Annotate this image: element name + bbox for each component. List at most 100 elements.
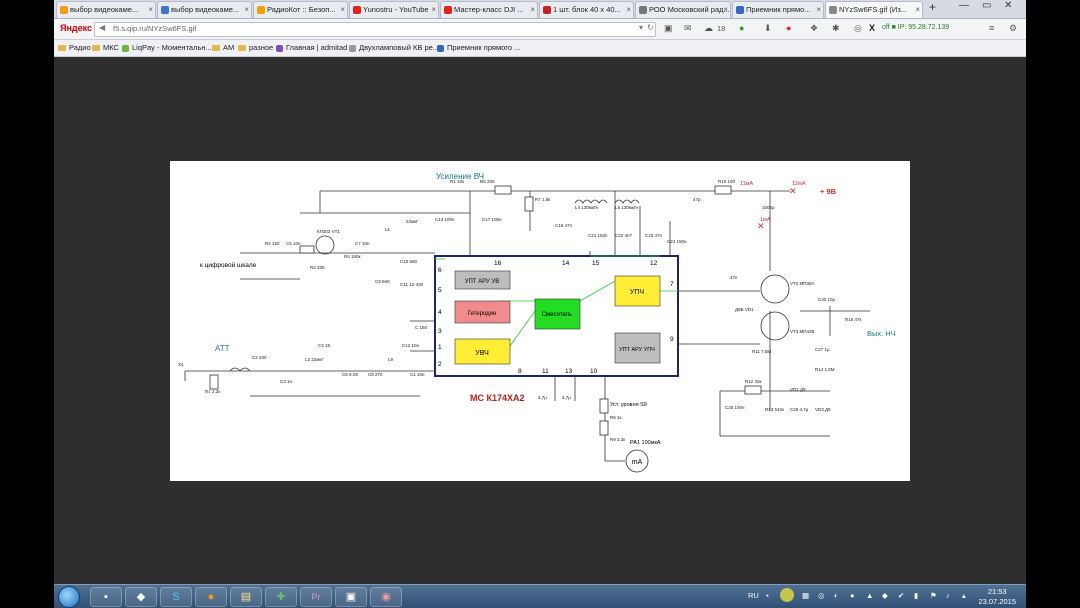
close-icon[interactable]: × <box>816 5 821 14</box>
language-indicator[interactable]: RU <box>748 591 759 600</box>
favicon-icon <box>639 6 647 14</box>
download-icon[interactable]: ⬇ <box>764 23 772 33</box>
network-icon[interactable]: ▮ <box>914 591 919 600</box>
tab-6[interactable]: 1 шт. блок 40 x 40...× <box>539 1 634 18</box>
adblock-icon[interactable]: ● <box>786 23 792 33</box>
tab-1[interactable]: выбор видеокаме... × <box>56 1 156 18</box>
vt3-label: VT3 МП42Б <box>790 329 814 334</box>
tray-icon[interactable]: ▲ <box>866 591 874 600</box>
ip-info[interactable]: off ■ IP: 95.28.72.139 <box>882 24 950 31</box>
settings-icon[interactable]: ✱ <box>832 23 840 33</box>
x-icon[interactable]: X <box>869 23 876 33</box>
signal-icon[interactable]: ▴ <box>962 591 966 600</box>
close-icon[interactable]: × <box>244 5 249 14</box>
close-icon[interactable]: × <box>148 5 153 14</box>
close-icon[interactable]: × <box>431 5 436 14</box>
bookmark-radio[interactable]: Радио <box>58 43 91 52</box>
bookmark-raznoe[interactable]: разное <box>238 43 273 52</box>
pin-9: 9 <box>670 336 674 343</box>
block-uvch <box>454 338 511 365</box>
bookmark-priemnik[interactable]: Приемник прямого ... <box>437 43 520 52</box>
clock[interactable]: 21:53 23.07.2015 <box>978 587 1016 607</box>
c24-label: C24 150н <box>667 239 687 244</box>
menu-icon[interactable]: ≡ <box>989 23 995 33</box>
tab-label: Мастер-класс DJI ... <box>454 5 524 14</box>
tab-9-active[interactable]: NYzSw6FS.gif (Из... × <box>825 1 923 18</box>
bookmark-am[interactable]: АМ <box>212 43 234 52</box>
schematic-image: УПТ АРУ УВ Гетеродин Смеситель УПЧ УВЧ У… <box>170 161 910 481</box>
new-tab-button[interactable]: + <box>929 0 937 14</box>
tray-icon[interactable]: ◐ <box>834 591 839 600</box>
cloud-icon[interactable]: ☁ <box>704 23 713 33</box>
close-window-icon[interactable]: ✕ <box>1004 0 1013 11</box>
block-label: УПТ АРУ УПЧ <box>619 347 655 353</box>
close-icon[interactable]: × <box>530 5 535 14</box>
youtube-icon <box>444 6 452 14</box>
tray-icon[interactable]: ▦ <box>802 591 810 600</box>
reload-icon[interactable]: ↻ <box>647 23 654 32</box>
maximize-icon[interactable]: ▭ <box>982 0 992 11</box>
r14-label: R14 1,5М <box>815 367 835 372</box>
block-label: Гетеродин <box>468 311 497 317</box>
tab-4[interactable]: Yunostru - YouTube× <box>349 1 439 18</box>
explorer-icon[interactable]: ▤ <box>230 587 262 607</box>
url-input[interactable]: ◀ f5.s.qip.ru/NYzSw6FS.gif ▾ ↻ <box>94 22 656 37</box>
premiere-icon[interactable]: Pr <box>300 587 332 607</box>
app-icon[interactable]: ◆ <box>125 587 157 607</box>
dropdown-icon[interactable]: ▾ <box>639 23 644 32</box>
tab-label: NYzSw6FS.gif (Из... <box>839 5 908 14</box>
yandex-logo[interactable]: Яндекс <box>60 23 93 33</box>
tab-5[interactable]: Мастер-класс DJI ... × <box>440 1 538 18</box>
bookmark-admitad[interactable]: Главная | admitad <box>276 43 347 52</box>
back-icon[interactable]: ◀ <box>99 23 106 32</box>
screenshot-icon[interactable]: ▣ <box>664 23 673 33</box>
start-button[interactable] <box>58 586 80 608</box>
close-icon[interactable]: × <box>723 5 728 14</box>
rf-gain-label: Усиление ВЧ <box>436 172 484 181</box>
tab-label: выбор видеокаме... <box>70 5 139 14</box>
monitor-icon[interactable]: ▣ <box>335 587 367 607</box>
tray-icon[interactable]: ◎ <box>818 591 825 600</box>
tab-8[interactable]: Приемник прямо...× <box>732 1 824 18</box>
wrench-icon[interactable]: ⚙ <box>1009 23 1018 33</box>
current-1ma-label: 1мА <box>760 217 771 223</box>
folder-icon <box>212 45 220 52</box>
tab-3[interactable]: РадиоКот :: Безоп...× <box>253 1 348 18</box>
bookmark-liqpay[interactable]: LiqPay - Моментальн... <box>122 43 212 52</box>
keyboard-icon[interactable]: ▪ <box>766 591 769 600</box>
c12-label: C12 10н <box>402 343 420 348</box>
close-icon[interactable]: × <box>340 5 345 14</box>
pin-4: 4 <box>438 309 442 316</box>
close-icon[interactable]: × <box>626 5 631 14</box>
pin-13: 13 <box>565 368 573 375</box>
tab-2[interactable]: выбор видеокаме...× <box>157 1 252 18</box>
current-11ma-label: 11мА <box>740 181 753 187</box>
green-app-icon[interactable]: ✚ <box>265 587 297 607</box>
folder-icon <box>58 45 66 52</box>
paint-icon[interactable]: ◉ <box>370 587 402 607</box>
translate-icon[interactable]: ❖ <box>810 23 819 33</box>
flag-icon[interactable]: ⚑ <box>930 591 937 600</box>
pin-7: 7 <box>670 281 674 288</box>
tray-icon[interactable]: ✔ <box>898 591 905 600</box>
skype-icon[interactable]: S <box>160 587 192 607</box>
mail-icon[interactable]: ✉ <box>684 23 692 33</box>
tray-icon[interactable]: ● <box>850 591 855 600</box>
admitad-icon <box>276 44 283 52</box>
block-heterodyne <box>454 300 511 324</box>
tray-icon[interactable]: ◆ <box>882 591 888 600</box>
power-label: + 9В <box>820 187 837 196</box>
tab-label: РОО Московский рад... <box>649 5 730 14</box>
minimize-icon[interactable]: — <box>959 0 969 11</box>
extension-icon[interactable]: ● <box>739 23 745 33</box>
history-icon[interactable]: ◎ <box>854 23 862 33</box>
bookmark-mks[interactable]: МКС <box>92 43 119 52</box>
cmd-icon[interactable]: ▪ <box>90 587 122 607</box>
close-icon[interactable]: × <box>915 5 920 14</box>
vd2-label: VD2 Д9 <box>790 387 806 392</box>
bookmark-kv[interactable]: Двухламповый КВ ре... <box>349 43 439 52</box>
tab-7[interactable]: РОО Московский рад...× <box>635 1 731 18</box>
taskbar: ▪ ◆ S ● ▤ ✚ Pr ▣ ◉ RU ▪ ▦ ◎ ◐ ● ▲ ◆ ✔ ▮ … <box>54 584 1026 608</box>
firefox-icon[interactable]: ● <box>195 587 227 607</box>
volume-icon[interactable]: ♪ <box>946 591 950 600</box>
